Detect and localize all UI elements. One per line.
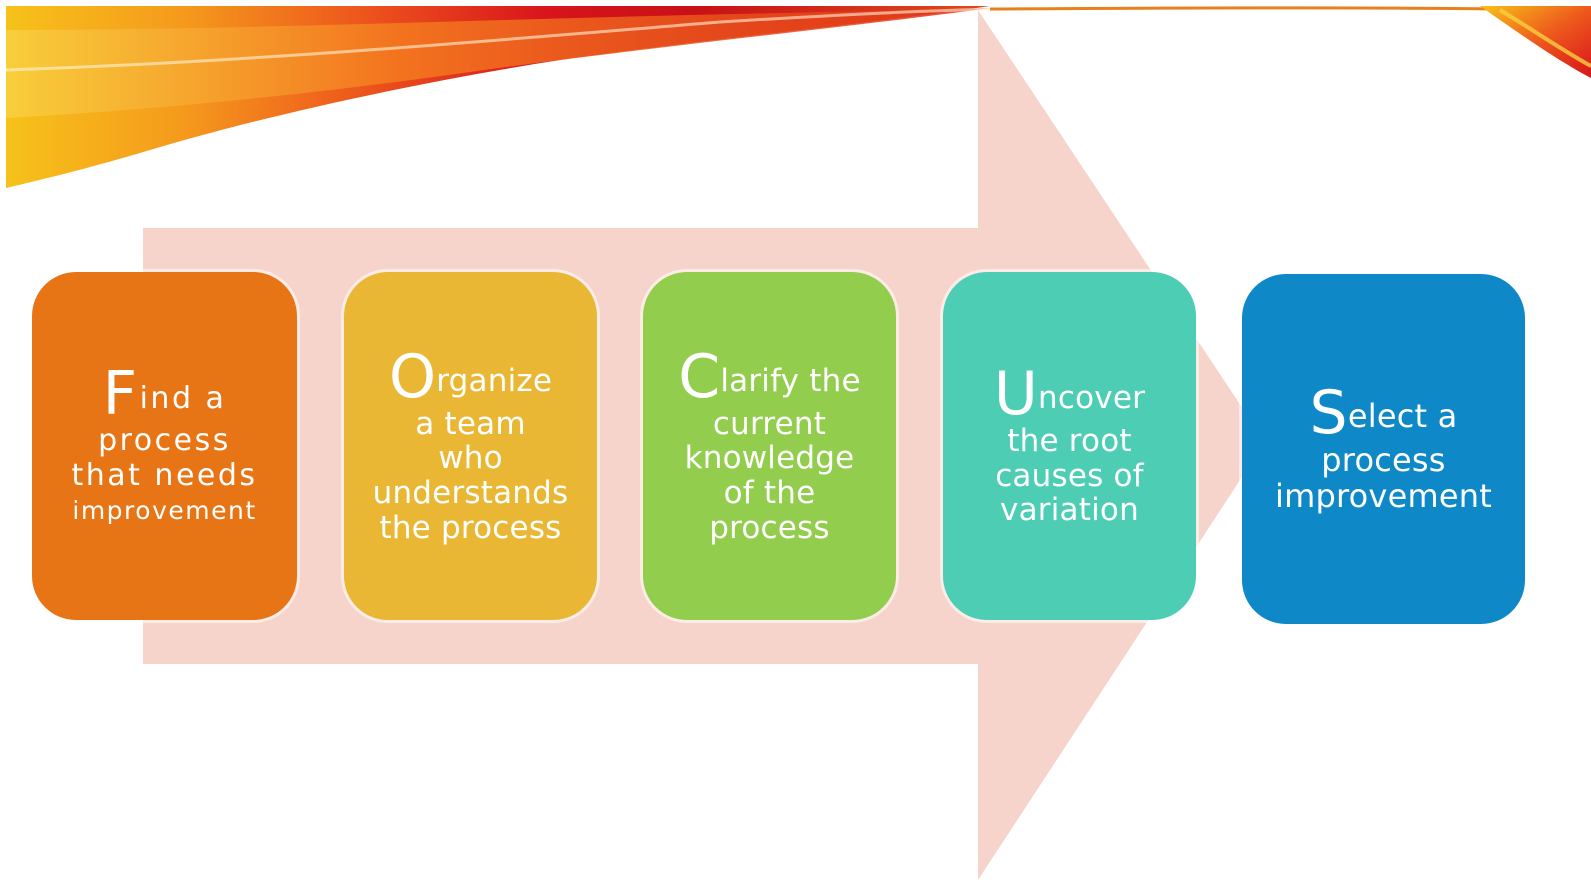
ribbon-band-streak [6, 8, 990, 118]
step-line: causes of [995, 457, 1144, 494]
step-line: process [98, 423, 231, 459]
step-text: Uncover the root causes of variation [980, 364, 1159, 528]
step-line: understands [372, 475, 569, 511]
step-line: process [709, 509, 830, 546]
step-uncover: Uncover the root causes of variation [943, 272, 1196, 620]
step-text: Clarify the current knowledge of the pro… [664, 347, 875, 546]
step-line: the process [379, 509, 562, 546]
ribbon-highlight [5, 7, 1001, 72]
step-initial: U [993, 358, 1039, 429]
step-select: Select a process improvement [1242, 274, 1525, 624]
step-rest: larify the [720, 362, 861, 399]
step-line: variation [1000, 492, 1139, 529]
step-text: Find a process that needs improvement [57, 364, 271, 528]
step-initial: F [102, 359, 140, 430]
decorative-ribbon [5, 6, 1591, 188]
step-initial: S [1309, 378, 1348, 449]
step-line: who [438, 440, 503, 477]
step-line: current [712, 405, 827, 442]
step-line: a team [415, 405, 526, 442]
step-initial: O [388, 341, 437, 412]
step-line: improvement [1275, 477, 1492, 515]
step-line: that needs [71, 457, 258, 493]
step-text: Organize a team who understands the proc… [359, 347, 583, 546]
ribbon-thin-line [989, 6, 1501, 11]
step-rest: elect a [1347, 397, 1458, 436]
step-line: process [1321, 441, 1446, 480]
step-rest: ncover [1038, 379, 1146, 416]
ribbon-corner-streak [1498, 8, 1591, 68]
step-line: knowledge [684, 440, 855, 477]
step-initial: C [678, 341, 721, 412]
step-rest: ind a [139, 381, 227, 417]
step-line: improvement [72, 496, 257, 526]
ribbon-corner-right [1480, 6, 1591, 78]
step-clarify: Clarify the current knowledge of the pro… [643, 272, 896, 620]
step-organize: Organize a team who understands the proc… [344, 272, 597, 620]
step-line: the root [1007, 422, 1132, 459]
step-rest: rganize [436, 362, 553, 399]
step-text: Select a process improvement [1261, 383, 1506, 515]
step-find: Find a process that needs improvement [32, 272, 297, 620]
step-line: of the [723, 475, 816, 511]
